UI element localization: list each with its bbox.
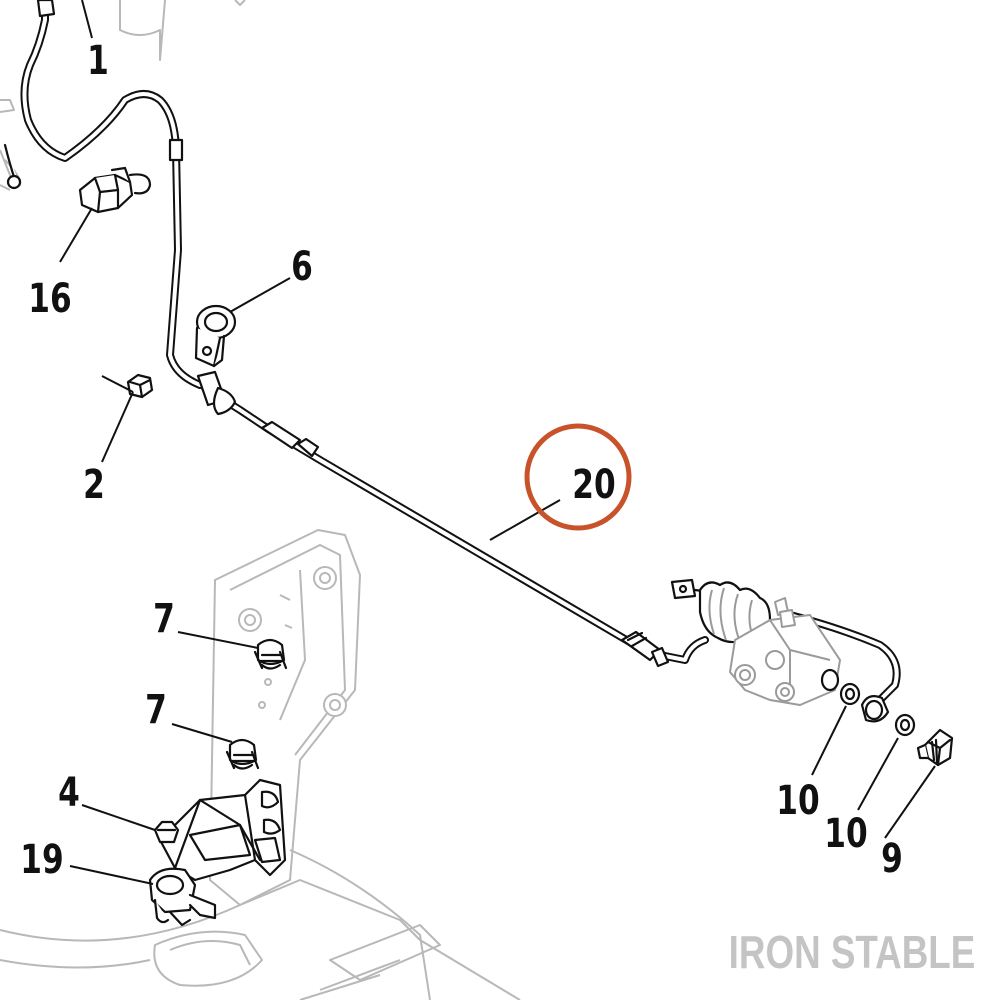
background-fittings-left-ghost [0, 0, 246, 191]
washer-part-10-a [839, 682, 861, 706]
banjo-fitting [860, 695, 890, 723]
fitting-part-1 [36, 0, 56, 18]
background-frame-ghost [0, 529, 521, 1000]
callout-7-lower: 7 [145, 687, 167, 733]
nut-part-4 [153, 820, 180, 844]
leader-lines [59, 0, 936, 885]
highlight-ring [524, 423, 632, 531]
callout-10-b: 10 [824, 811, 867, 857]
brake-line-upper [3, 0, 204, 389]
watermark: IRON STABLE [729, 926, 976, 978]
callout-4: 4 [58, 770, 80, 816]
bracket-part-19 [148, 778, 287, 927]
callout-9: 9 [881, 836, 903, 882]
callout-19: 19 [20, 837, 63, 883]
callout-20: 20 [572, 462, 615, 508]
master-cylinder [670, 578, 841, 706]
bolt-part-9 [916, 728, 954, 767]
callout-labels: 1 2 4 6 7 7 9 10 10 16 19 20 [20, 38, 903, 883]
clip-part-7-upper [253, 638, 288, 670]
callout-7-upper: 7 [153, 596, 175, 642]
clip-part-7-lower [225, 738, 260, 770]
callout-6: 6 [291, 244, 313, 290]
brake-line-20 [196, 370, 901, 704]
bracket-part-16 [78, 166, 152, 214]
clamp-part-6 [194, 304, 237, 368]
washer-part-10-b [894, 713, 916, 737]
callout-16: 16 [28, 276, 71, 322]
bolt-part-2 [126, 373, 154, 399]
callout-1: 1 [87, 38, 109, 84]
callout-10-a: 10 [776, 778, 819, 824]
callout-2: 2 [83, 462, 105, 508]
